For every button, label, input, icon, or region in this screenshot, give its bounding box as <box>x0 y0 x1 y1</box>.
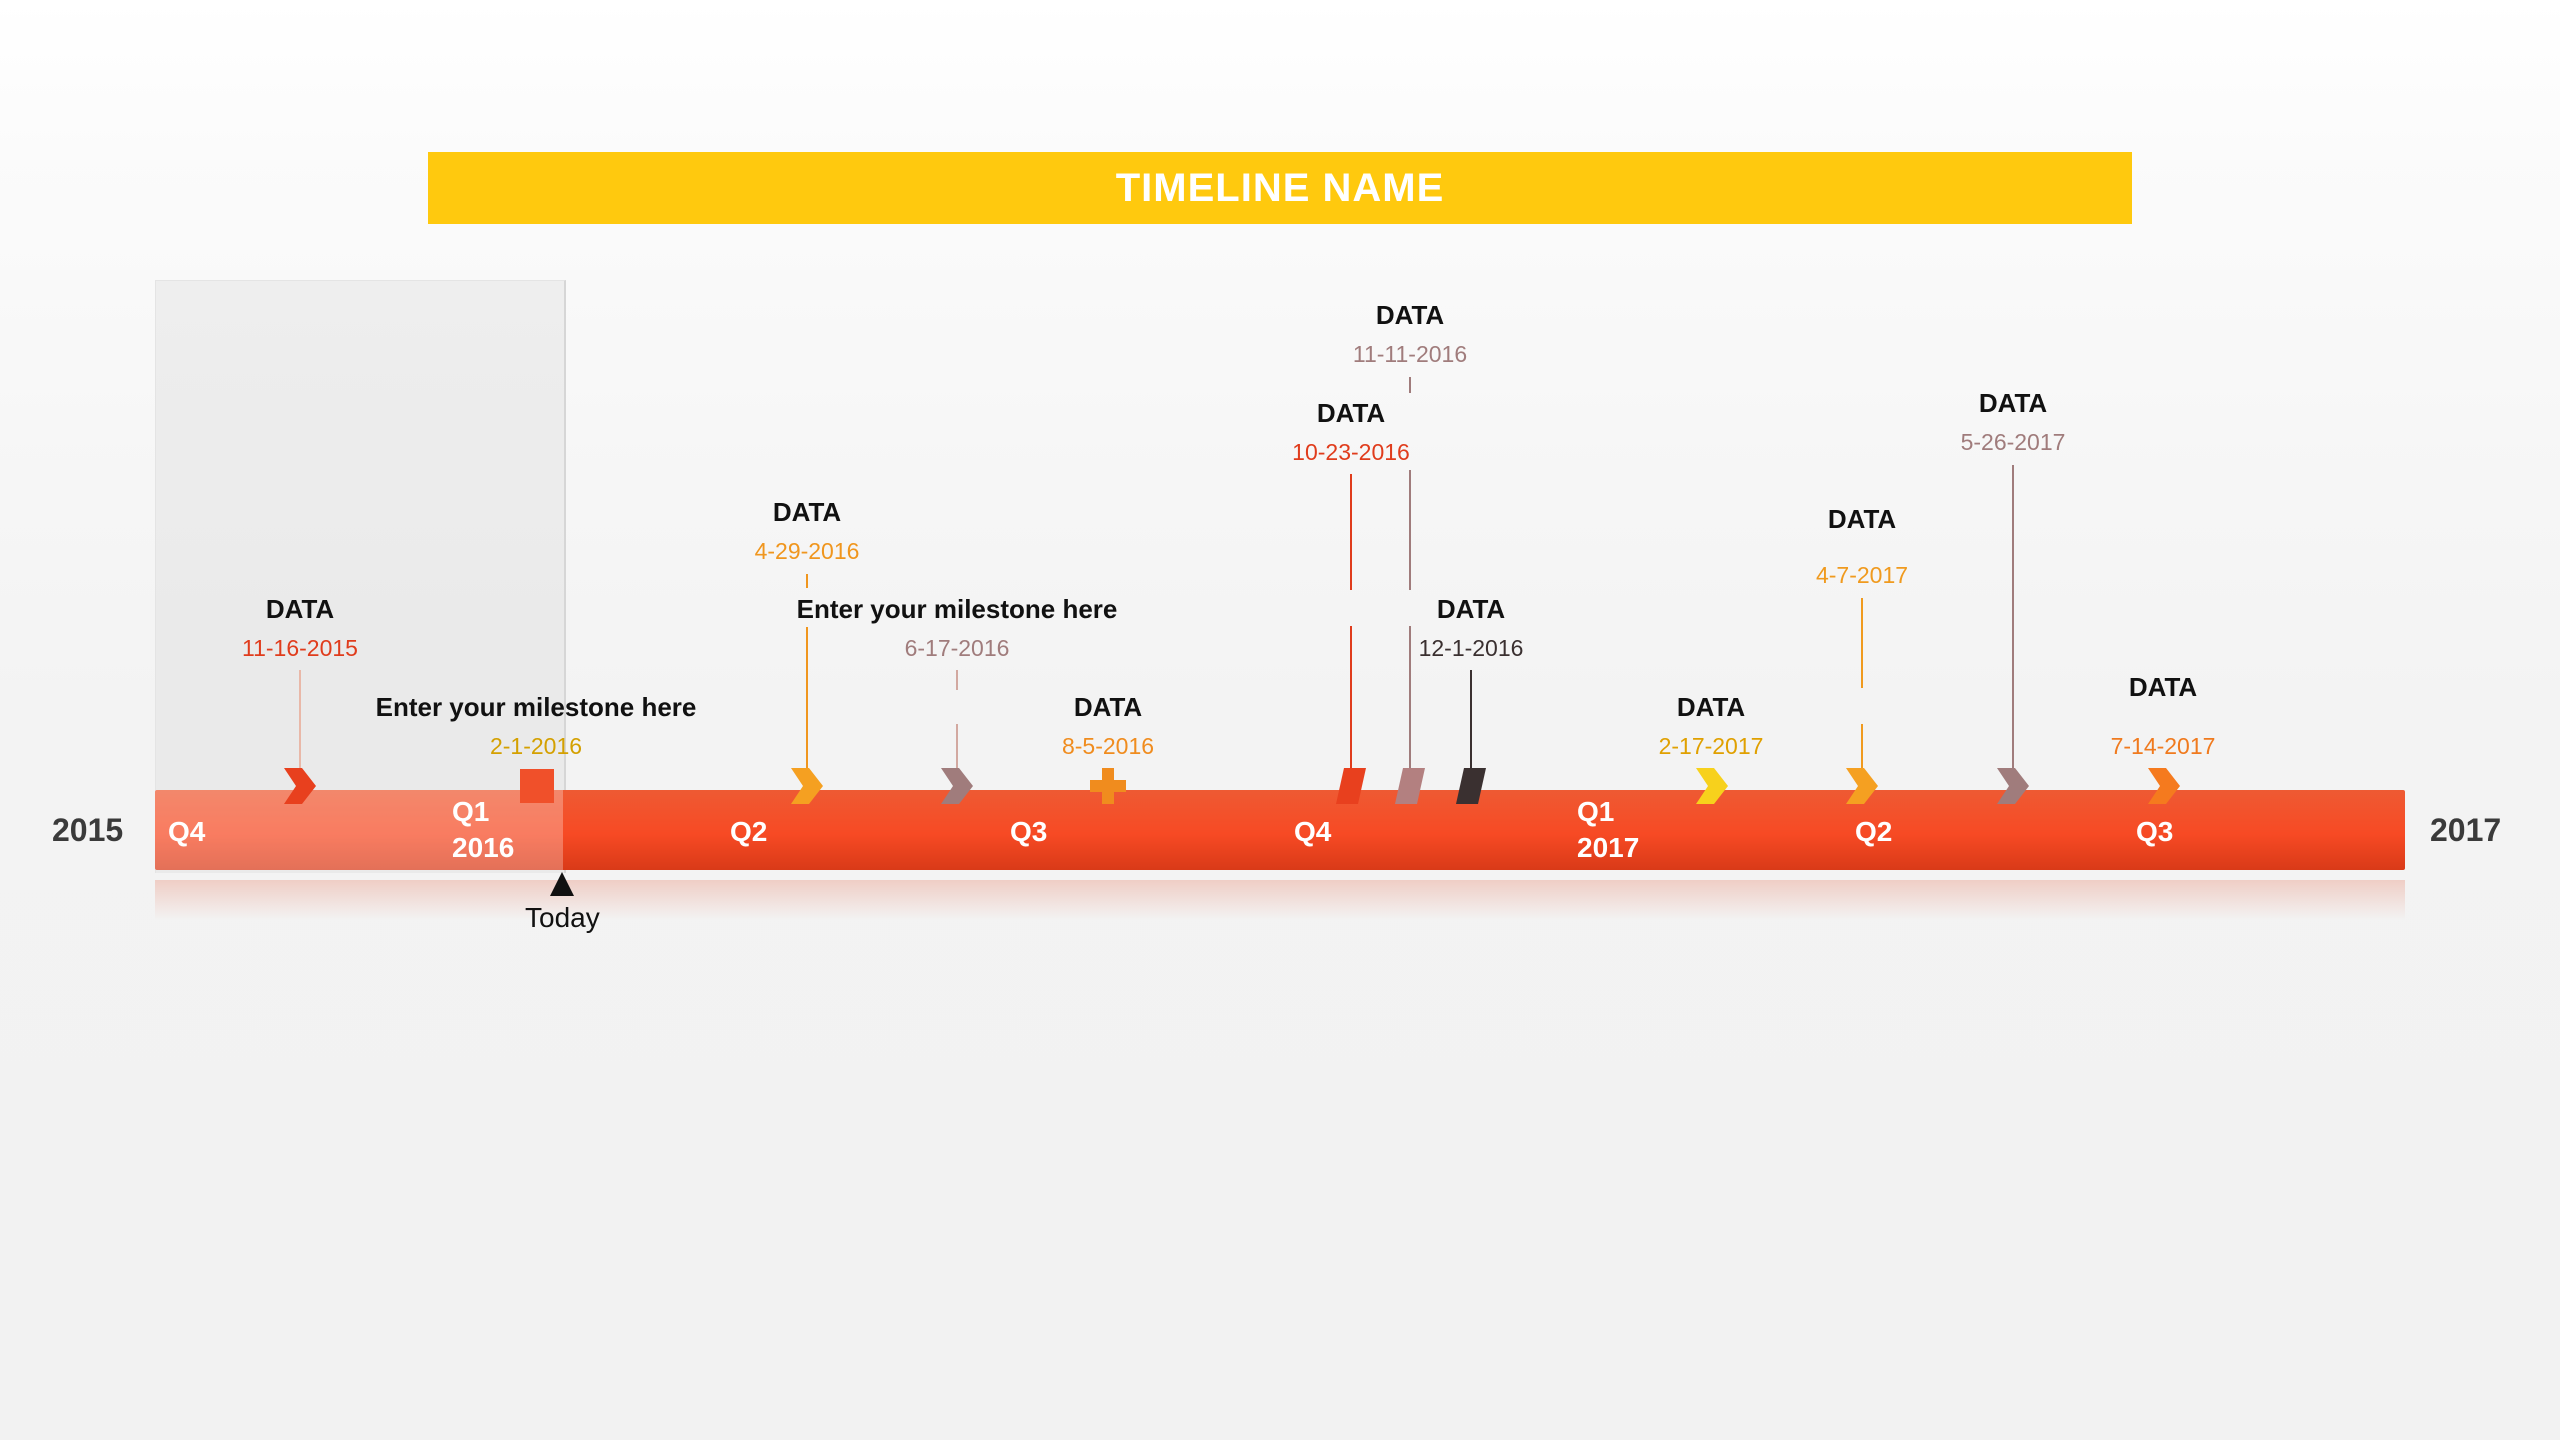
chevron-icon[interactable] <box>1846 768 1878 804</box>
milestone-title: DATA <box>1827 504 1897 534</box>
end-year-label: 2017 <box>2430 812 2502 848</box>
milestone-stem <box>299 670 301 768</box>
milestone-stem <box>806 627 808 768</box>
milestone-title: Enter your milestone here <box>375 692 697 722</box>
cross-icon[interactable] <box>1090 768 1126 804</box>
quarter-label-q2-2017: Q2 <box>1855 816 1893 847</box>
milestone-stem <box>1470 670 1472 768</box>
milestone-stem <box>956 670 958 690</box>
milestone-title: DATA <box>2128 672 2198 702</box>
chevron-icon[interactable] <box>1997 768 2029 804</box>
milestone-date: 10-23-2016 <box>1292 439 1410 465</box>
milestone-date: 4-7-2017 <box>1815 562 1909 588</box>
quarter-label-q4-2015: Q4 <box>168 816 206 847</box>
milestone-title: DATA <box>1316 398 1386 428</box>
timeline-bar-reflection <box>155 880 2405 920</box>
milestone-date: 11-16-2015 <box>242 635 358 661</box>
milestone-date: 4-29-2016 <box>754 538 860 564</box>
parallelogram-icon[interactable] <box>1336 768 1366 804</box>
quarter-label-q2-2016: Q2 <box>730 816 768 847</box>
milestone-stem <box>1350 626 1352 768</box>
milestone-date: 7-14-2017 <box>2110 733 2216 759</box>
milestone-stem <box>1861 724 1863 768</box>
milestone-date: 12-1-2016 <box>1418 635 1524 661</box>
milestone-stem <box>1350 474 1352 590</box>
milestone-date: 8-5-2016 <box>1061 733 1155 759</box>
today-label: Today <box>525 902 600 933</box>
parallelogram-icon[interactable] <box>1395 768 1425 804</box>
start-year-label: 2015 <box>52 812 124 848</box>
milestone-date: 5-26-2017 <box>1960 429 2066 455</box>
milestone-stem <box>2012 465 2014 768</box>
quarter-label-q3-2017: Q3 <box>2136 816 2174 847</box>
square-icon[interactable] <box>520 769 554 803</box>
timeline-title: TIMELINE NAME <box>1115 165 1445 210</box>
milestone-stem <box>1861 598 1863 688</box>
quarter-label-q3-2016: Q3 <box>1010 816 1048 847</box>
timeline-bar-elapsed-overlay <box>155 790 563 870</box>
today-triangle-icon <box>550 872 574 896</box>
chevron-icon[interactable] <box>2148 768 2180 804</box>
chevron-icon[interactable] <box>1696 768 1728 804</box>
milestone-date: 6-17-2016 <box>904 635 1010 661</box>
milestone-date: 2-17-2017 <box>1658 733 1764 759</box>
milestone-stem <box>806 574 808 588</box>
milestone-title: Enter your milestone here <box>796 594 1118 624</box>
milestone-title: DATA <box>1978 388 2048 418</box>
milestone-title: DATA <box>1676 692 1746 722</box>
milestone-stem <box>1409 626 1411 768</box>
milestone-stem <box>956 724 958 768</box>
milestone-stem <box>1409 470 1411 590</box>
milestone-date: 2-1-2016 <box>489 733 583 759</box>
milestone-title: DATA <box>1375 300 1445 330</box>
milestone-title: DATA <box>265 594 335 624</box>
quarter-label-q1-2016: Q1 2016 <box>452 796 515 863</box>
milestone-title: DATA <box>1073 692 1143 722</box>
chevron-icon[interactable] <box>941 768 973 804</box>
quarter-label-q4-2016: Q4 <box>1294 816 1332 847</box>
milestone-date: 11-11-2016 <box>1352 341 1468 367</box>
quarter-label-q1-2017: Q1 2017 <box>1577 796 1640 863</box>
chevron-icon[interactable] <box>791 768 823 804</box>
elapsed-time-shade <box>155 280 566 873</box>
milestone-stem <box>1409 377 1411 393</box>
parallelogram-icon[interactable] <box>1456 768 1486 804</box>
milestone-title: DATA <box>772 497 842 527</box>
chevron-icon[interactable] <box>284 768 316 804</box>
milestone-title: DATA <box>1436 594 1506 624</box>
title-banner: TIMELINE NAME <box>428 152 2132 224</box>
timeline-bar <box>155 790 2405 870</box>
